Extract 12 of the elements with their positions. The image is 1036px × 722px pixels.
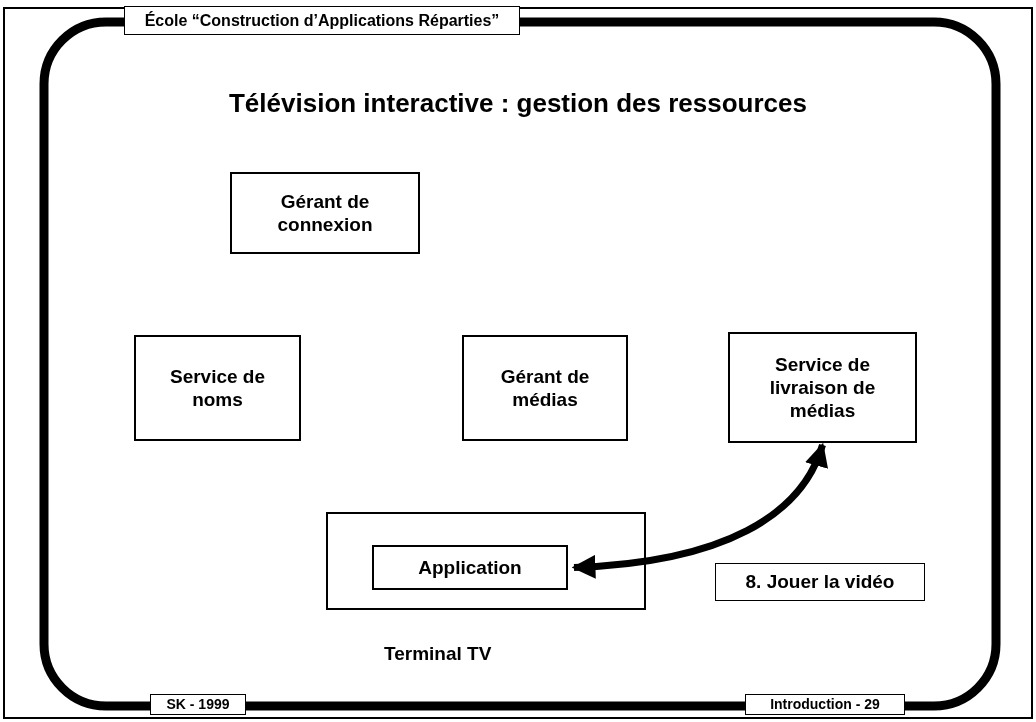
process-box: Service de noms [134, 335, 301, 441]
process-box: Service de livraison de médias [728, 332, 917, 443]
process-box: Gérant de médias [462, 335, 628, 441]
slide-title: Télévision interactive : gestion des ressources [228, 87, 808, 120]
process-box: Gérant de connexion [230, 172, 420, 254]
footer-tag: École “Construction d’Applications Réparties” [124, 6, 520, 35]
footer-tag: SK - 1999 [150, 694, 246, 715]
edge-label: 8. Jouer la vidéo [715, 563, 925, 601]
double-arrow [571, 442, 827, 579]
process-box: Application [372, 545, 568, 590]
node-label: Terminal TV [384, 642, 492, 666]
footer-tag: Introduction - 29 [745, 694, 905, 715]
